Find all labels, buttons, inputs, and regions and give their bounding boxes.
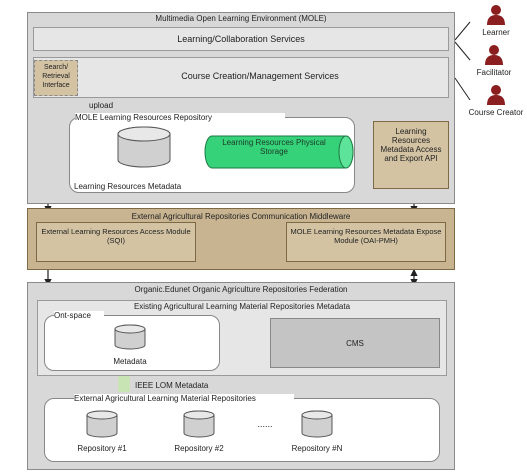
metadata-store-icon: [114, 324, 146, 350]
expose-module-label: MOLE Learning Resources Metadata Expose …: [290, 227, 442, 245]
repository-dots: ......: [257, 419, 273, 429]
physical-storage-icon: [204, 135, 354, 169]
cms-label: CMS: [346, 339, 364, 348]
actor-facilitator[interactable]: Facilitator: [462, 44, 526, 84]
actor-course-creator-label: Course Creator: [468, 108, 524, 117]
metadata-store-label: Metadata: [113, 357, 147, 366]
repository-1-label: Repository #1: [77, 444, 127, 453]
actor-learner[interactable]: Learner: [468, 4, 524, 44]
existing-repos-label: Existing Agricultural Learning Material …: [133, 302, 351, 311]
metadata-db-icon: [117, 126, 171, 168]
ieee-lom-label: IEEE LOM Metadata: [135, 381, 209, 390]
cms-box: [270, 318, 440, 368]
course-services-label: Course Creation/Management Services: [181, 71, 339, 81]
physical-storage-label: Learning Resources Physical Storage: [222, 138, 326, 156]
repository-n-icon: [301, 410, 333, 438]
person-icon: [487, 85, 505, 105]
ont-space-label: Ont-space: [54, 311, 104, 320]
learner-connector: [454, 21, 471, 41]
learning-services-label: Learning/Collaboration Services: [177, 34, 305, 44]
middleware-title: External Agricultural Repositories Commu…: [131, 212, 351, 221]
repository-2-label: Repository #2: [174, 444, 224, 453]
actor-learner-label: Learner: [482, 28, 510, 37]
export-api-box: [373, 121, 449, 189]
person-icon: [485, 45, 503, 65]
external-access-box: [36, 222, 196, 262]
search-interface-label: Search/ Retrieval Interface: [42, 64, 70, 89]
external-repos-label: External Agricultural Learning Material …: [74, 394, 294, 403]
repository-title: MOLE Learning Resources Repository: [75, 113, 285, 122]
facilitator-connector: [454, 41, 471, 61]
expose-module-box: [286, 222, 446, 262]
repository-2-icon: [183, 410, 215, 438]
search-interface-box: [34, 60, 78, 96]
learning-services-box: [33, 27, 449, 51]
person-icon: [487, 5, 505, 25]
federation-title: Organic.Edunet Organic Agriculture Repos…: [134, 285, 348, 294]
external-access-label: External Learning Resources Access Modul…: [41, 227, 191, 245]
creator-connector: [454, 77, 471, 101]
mole-title: Multimedia Open Learning Environment (MO…: [155, 14, 327, 23]
actor-facilitator-label: Facilitator: [476, 68, 512, 77]
metadata-label: Learning Resources Metadata: [74, 182, 182, 191]
upload-label: upload: [89, 101, 114, 110]
ieee-lom-connector: [118, 376, 130, 392]
repository-1-icon: [86, 410, 118, 438]
repository-n-label: Repository #N: [291, 444, 343, 453]
export-api-label: Learning Resources Metadata Access and E…: [380, 127, 442, 163]
actor-course-creator[interactable]: Course Creator: [468, 84, 524, 132]
course-services-box: [33, 57, 449, 98]
